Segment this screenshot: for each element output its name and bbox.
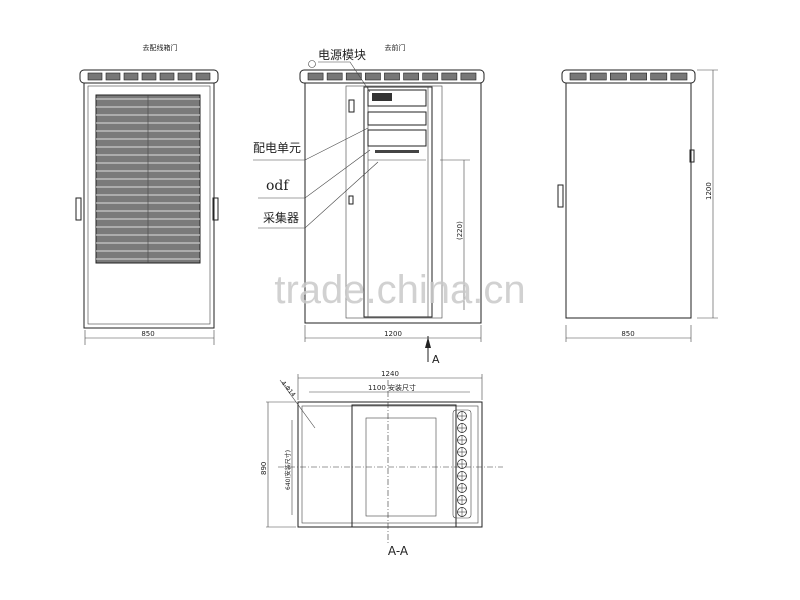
front-width-dim: 1200 [384,330,402,338]
roof-vent [630,72,647,81]
callout-distribution-unit: 配电单元 [253,141,301,155]
roof-vent [195,72,211,81]
roof-vent [460,72,477,81]
roof-vent [159,72,175,81]
left-width-dim: 850 [141,330,154,338]
roof-vent [403,72,419,81]
inner-dim: (220) [456,221,464,240]
roof-vent [422,72,439,81]
roof-vent [569,72,587,81]
roof-vent [441,72,458,81]
roof-vent [123,72,139,81]
right-height-dim: 1200 [705,182,713,200]
callout-power-module: 电源模块 [318,48,366,62]
distribution-unit [367,129,427,147]
roof-vent [589,72,607,81]
front-view: (220) 1200 A 去前门 电源模块 配电单元 odf 采集器 [253,43,485,366]
plan-mount-width: 1100 安装尺寸 [368,383,416,392]
right-width-dim: 850 [621,330,634,338]
roof-vent [345,72,362,81]
watermark: trade.china.cn [274,268,525,312]
callout-odf: odf [266,178,290,194]
roof-vent [384,72,400,81]
roof-vent [610,72,627,81]
plan-outer-width: 1240 [381,370,399,378]
roof-vent [87,72,103,81]
power-module [367,89,427,107]
plan-depth: 890 [260,462,268,475]
roof-vent [326,72,343,81]
plan-view-section: 1240 1100 安装尺寸 890 640(安装尺寸) 4-Φ14 A-A [260,370,503,558]
plan-holes: 4-Φ14 [279,380,296,399]
roof-vent [177,72,193,81]
roof-vent [670,72,688,81]
section-marker: A [432,353,440,366]
plan-title: A-A [388,544,409,558]
plan-mount-depth: 640(安装尺寸) [284,450,292,490]
roof-vent [365,72,381,81]
roof-vent [105,72,121,81]
roof-vent [141,72,157,81]
roof-vent [650,72,668,81]
right-side-view: 1200 850 [557,69,718,342]
callout-collector: 采集器 [263,210,299,225]
left-side-view: 850 去配线箱门 [75,43,219,345]
left-view-title: 去配线箱门 [143,43,178,52]
front-view-title: 去前门 [385,43,406,52]
roof-vent [307,72,324,81]
